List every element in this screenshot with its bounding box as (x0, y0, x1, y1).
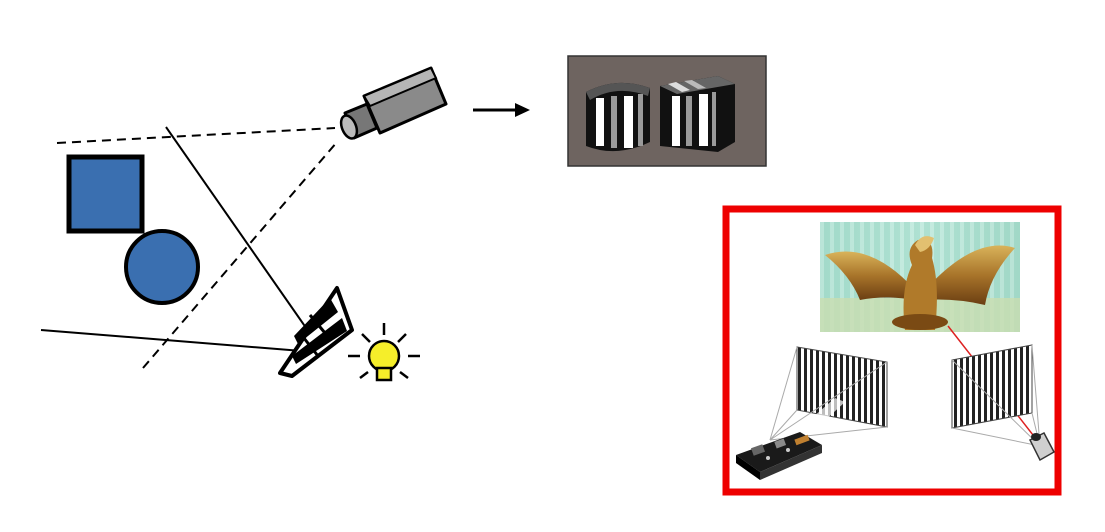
circuit-board-icon (736, 432, 822, 480)
arrow-right-icon (473, 103, 530, 117)
left-stripe-panel (769, 346, 888, 441)
camera-icon (339, 66, 448, 140)
camera-view-line-top (56, 127, 336, 144)
light-bulb-icon (348, 323, 420, 382)
right-stripe-panel (951, 344, 1041, 447)
schematic (40, 66, 448, 382)
small-camera-icon (1028, 432, 1056, 462)
projector-ray-top (165, 126, 319, 346)
circle-object (124, 229, 200, 305)
highlighted-setup-photo (722, 205, 1062, 496)
projector-icon (278, 286, 354, 378)
captured-image (567, 55, 767, 167)
dragon-photo (820, 222, 1020, 332)
camera-view-line-bottom (142, 141, 338, 369)
square-object (66, 154, 145, 234)
projector-ray-bottom (40, 329, 303, 352)
